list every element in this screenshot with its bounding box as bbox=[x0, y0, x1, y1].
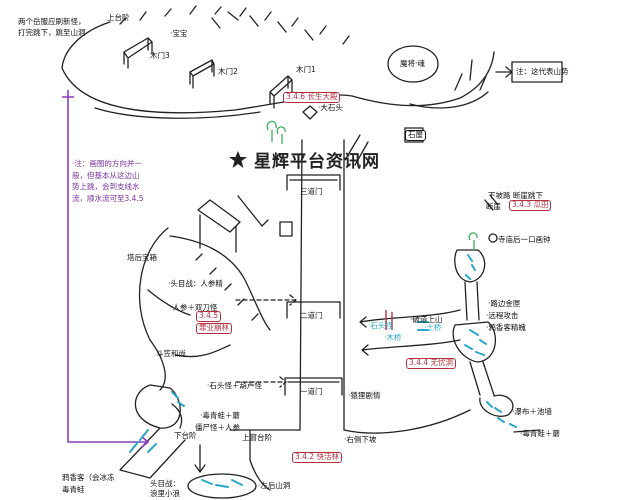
purple-route-line bbox=[67, 97, 150, 448]
tree-doodle bbox=[266, 120, 277, 142]
spirit-circle bbox=[387, 45, 439, 83]
label-up-stairs-2: 上窗台阶 bbox=[242, 433, 272, 442]
label-stone-up: ·石头怪 bbox=[368, 321, 393, 330]
water-stream bbox=[465, 254, 476, 280]
door3-shape bbox=[123, 37, 153, 69]
label-big-rock: ·大石头 bbox=[318, 103, 343, 112]
watermark-logo: 星辉平台资讯网 bbox=[228, 147, 380, 172]
label-door3: 木门3 bbox=[150, 51, 170, 60]
label-ginseng: ·人参＋双刀怪 bbox=[170, 303, 218, 312]
label-temple: 寺庙后一口画钟 bbox=[498, 235, 551, 244]
label-fox: ·猿狸剧情 bbox=[348, 391, 381, 400]
label-crow: 鸦香客（会冰冻 bbox=[62, 473, 115, 482]
label-wrap-note: 注：这代表山势 bbox=[516, 67, 569, 76]
label-door2: 木门2 bbox=[218, 67, 238, 76]
label-stone-bridge: ·土桥 bbox=[424, 323, 442, 332]
label-up-stairs: 上台阶 bbox=[107, 13, 130, 22]
route-note: ·注：画图的方向并一般，但基本从这边山势上跳，会到支线水流，顺水流可至3.4.5 bbox=[72, 159, 144, 203]
label-tower-treasure: 塔后宝箱 bbox=[127, 253, 157, 262]
label-cliff: 断崖 bbox=[486, 202, 501, 211]
door2-shape bbox=[189, 59, 215, 89]
label-fire: 浪里小浪 bbox=[150, 489, 180, 498]
label-download-path: 下坡路 断崖跳下 bbox=[488, 191, 543, 200]
label-poison-green: ·毒青蛙＋蘑 bbox=[200, 411, 240, 420]
stone-house: 石屋 bbox=[405, 130, 426, 141]
top-left-note-2: 打完跳下，跳至山洞 bbox=[18, 28, 86, 37]
label-head-boss-2: 头目战： bbox=[150, 479, 180, 488]
watermark-icon bbox=[229, 150, 247, 168]
label-right-side: ·右侧下坡 bbox=[344, 435, 377, 444]
label-stone-gear: ·破道上山 bbox=[410, 315, 443, 324]
area-345-b: 罪业崩林 bbox=[196, 323, 232, 334]
watermark-text: 星辉平台资讯网 bbox=[254, 152, 380, 172]
door1-shape bbox=[269, 75, 293, 109]
top-left-note: 两个岳服应刷新怪， bbox=[18, 17, 86, 26]
label-fragrance: ·鸦香客精魄 bbox=[486, 323, 526, 332]
label-guide: ·路边金匣 bbox=[488, 299, 521, 308]
mountain-ridge bbox=[61, 51, 495, 114]
label-head-boss: ·头目战：人参精 bbox=[168, 279, 223, 288]
label-big-waterfall: ·瀑布＋池墙 bbox=[512, 407, 552, 416]
label-zombie: 僵尸怪＋人参 bbox=[195, 423, 240, 432]
label-door1: 木门1 bbox=[296, 65, 316, 74]
label-treasure: ·宝宝 bbox=[170, 29, 188, 38]
label-spirit: 魔将·魂 bbox=[400, 59, 425, 68]
label-stone-monster: ·石头怪＋葫芦怪 bbox=[207, 381, 262, 390]
area-343: 3.4.3 瓜田 bbox=[509, 200, 552, 211]
label-down-stairs: 下台阶 bbox=[174, 431, 197, 440]
label-bamboo: 斗笠和尚 bbox=[156, 349, 186, 358]
label-remote: ·远程攻击 bbox=[486, 311, 519, 320]
label-first-door: 一道门 bbox=[300, 387, 323, 396]
area-342: 3.4.2 快活林 bbox=[292, 452, 342, 463]
area-344: 3.4.4 无忧洞 bbox=[406, 358, 456, 369]
label-poison-frog: ·毒青蛙＋蘑 bbox=[520, 429, 560, 438]
label-left-cave: ·左后山洞 bbox=[258, 481, 291, 490]
label-second-door: 二道门 bbox=[300, 311, 323, 320]
label-third-door: 三道门 bbox=[300, 187, 323, 196]
area-345-a: 3.4.5 bbox=[196, 311, 222, 322]
label-wood-bridge: ·木桥 bbox=[384, 333, 402, 342]
area-346: 3.4.6 长生大殿 bbox=[283, 92, 341, 103]
label-poison-2: 毒青蛙 bbox=[62, 485, 85, 494]
